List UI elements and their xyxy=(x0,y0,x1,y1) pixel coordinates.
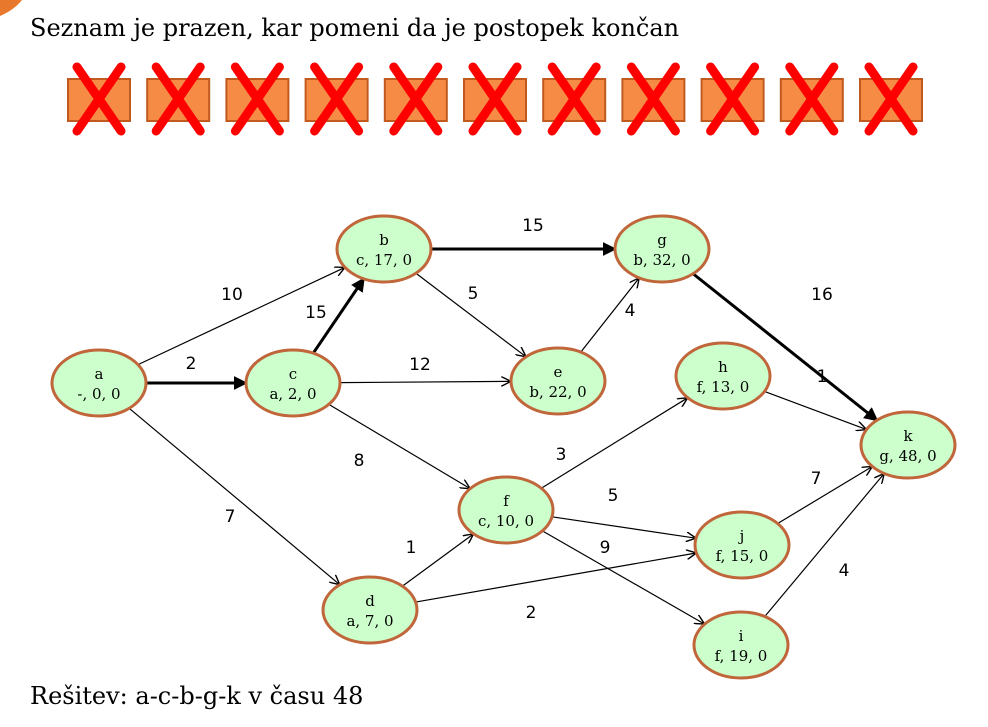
node-info-label: a, 2, 0 xyxy=(269,385,316,403)
graph-node: a -, 0, 0 xyxy=(50,348,148,418)
queue-box xyxy=(146,62,211,136)
cross-mark xyxy=(389,62,443,136)
edge-weight-label: 16 xyxy=(811,285,833,305)
cross-mark xyxy=(706,62,760,136)
cross-mark xyxy=(310,62,364,136)
cross-mark xyxy=(785,62,839,136)
edge: 10 xyxy=(137,268,344,366)
node-name-label: h xyxy=(718,358,728,376)
queue-list xyxy=(67,62,923,136)
queue-box xyxy=(225,62,305,136)
node-info-label: b, 32, 0 xyxy=(633,251,690,269)
graph-node: i f, 19, 0 xyxy=(692,610,790,680)
queue-box xyxy=(542,62,622,136)
node-name-label: e xyxy=(554,363,563,381)
edge: 15 xyxy=(305,277,365,355)
edge: 4 xyxy=(580,279,639,353)
edge-weight-label: 3 xyxy=(556,445,567,465)
edge-weight-label: 4 xyxy=(839,561,850,581)
cross-mark xyxy=(468,62,522,136)
graph-node: g b, 32, 0 xyxy=(613,214,711,284)
node-name-label: g xyxy=(657,231,667,249)
node-name-label: a xyxy=(95,365,104,383)
edge-weight-label: 7 xyxy=(811,469,822,489)
edge: 3 xyxy=(540,398,687,489)
cross-mark xyxy=(547,62,601,136)
queue-box xyxy=(304,62,385,136)
node-name-label: i xyxy=(739,627,744,645)
cross-mark xyxy=(230,62,284,136)
queue-box xyxy=(67,62,131,136)
edge-weight-label: 10 xyxy=(221,285,243,305)
node-info-label: -, 0, 0 xyxy=(77,385,120,403)
edge: 1 xyxy=(402,534,472,587)
node-info-label: g, 48, 0 xyxy=(879,447,936,465)
graph-node: c a, 2, 0 xyxy=(244,348,342,418)
graph-node: d a, 7, 0 xyxy=(321,575,419,645)
node-info-label: f, 13, 0 xyxy=(697,378,750,396)
edge: 7 xyxy=(777,467,872,525)
queue-box xyxy=(383,62,464,136)
edge: 5 xyxy=(415,272,525,356)
edge: 4 xyxy=(764,474,884,617)
cross-mark xyxy=(626,62,680,136)
edge: 7 xyxy=(128,407,339,584)
edge: 2 xyxy=(146,354,248,390)
graph-node: h f, 13, 0 xyxy=(674,341,772,411)
node-name-label: d xyxy=(365,592,375,610)
edge-weight-label: 5 xyxy=(608,486,619,506)
edge-weight-label: 2 xyxy=(526,603,537,623)
corner-decoration xyxy=(0,0,22,16)
cross-mark xyxy=(72,62,126,136)
node-name-label: f xyxy=(503,492,510,510)
edge: 15 xyxy=(431,216,617,256)
node-name-label: k xyxy=(903,427,913,445)
node-info-label: c, 10, 0 xyxy=(478,512,534,530)
edge-weight-label: 2 xyxy=(186,354,197,374)
heading-text: Seznam je prazen, kar pomeni da je posto… xyxy=(30,14,680,42)
graph-node: e b, 22, 0 xyxy=(509,346,607,416)
edge-weight-label: 5 xyxy=(468,284,479,304)
node-info-label: a, 7, 0 xyxy=(346,612,393,630)
edge-weight-label: 15 xyxy=(522,216,544,236)
edge: 9 xyxy=(542,530,703,624)
edge-weight-label: 1 xyxy=(817,367,828,387)
edge-weight-label: 12 xyxy=(409,355,431,375)
queue-box xyxy=(463,62,543,136)
node-info-label: f, 15, 0 xyxy=(716,547,769,565)
solution-text: Rešitev: a-c-b-g-k v času 48 xyxy=(30,682,364,710)
cross-mark xyxy=(151,62,205,136)
edge-weight-label: 4 xyxy=(625,301,636,321)
node-info-label: b, 22, 0 xyxy=(529,383,586,401)
node-info-label: c, 17, 0 xyxy=(356,251,412,269)
queue-box xyxy=(859,62,923,136)
edge-weight-label: 8 xyxy=(354,451,365,471)
edge-weight-label: 15 xyxy=(305,303,327,323)
edge: 5 xyxy=(551,486,695,538)
edge: 1 xyxy=(764,367,866,429)
edge: 12 xyxy=(339,355,510,383)
edge-weight-label: 7 xyxy=(225,507,236,527)
queue-box xyxy=(621,62,701,136)
graph-node: f c, 10, 0 xyxy=(457,475,555,545)
edge-weight-label: 9 xyxy=(600,538,611,558)
edge: 16 xyxy=(692,272,879,422)
edge: 2 xyxy=(415,553,696,623)
node-name-label: c xyxy=(289,365,297,383)
graph-node: k g, 48, 0 xyxy=(859,410,957,480)
edge-weight-label: 1 xyxy=(406,538,417,558)
graph-node: j f, 15, 0 xyxy=(693,510,791,580)
edge: 8 xyxy=(328,403,469,488)
queue-box xyxy=(700,62,781,136)
node-info-label: f, 19, 0 xyxy=(715,647,768,665)
node-name-label: j xyxy=(738,527,745,545)
graph-node: b c, 17, 0 xyxy=(335,214,433,284)
cross-mark xyxy=(864,62,918,136)
node-name-label: b xyxy=(379,231,389,249)
queue-box xyxy=(779,62,860,136)
